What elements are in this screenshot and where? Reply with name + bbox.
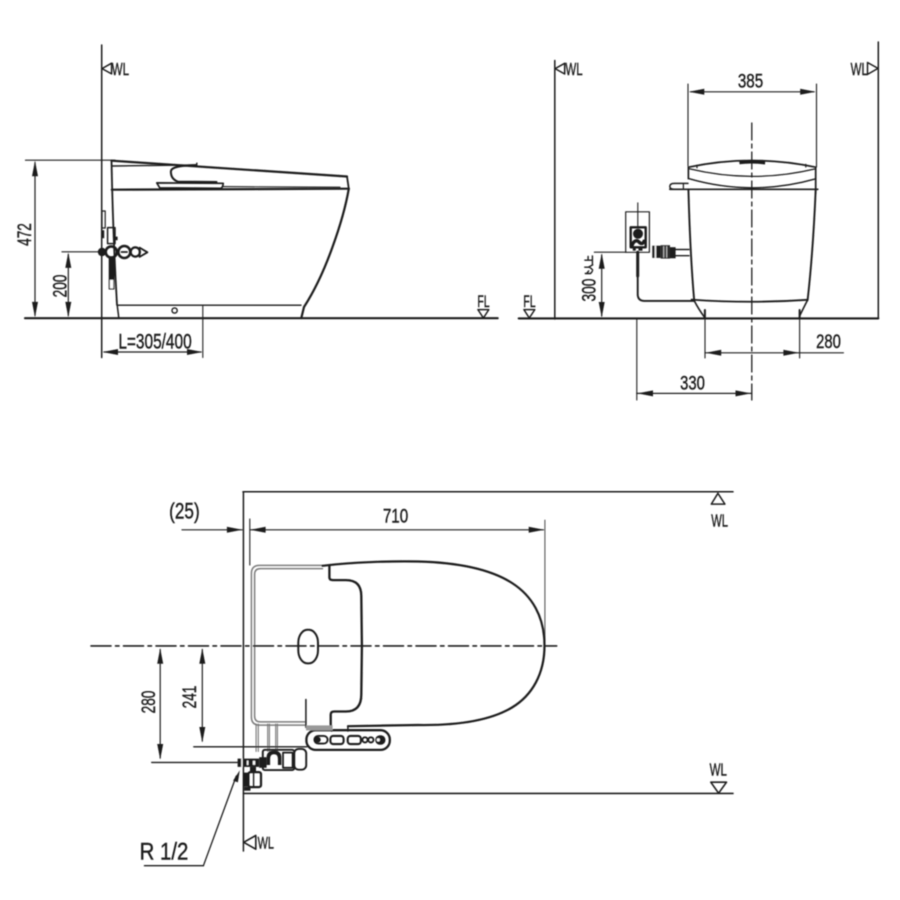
svg-text:330: 330 [680,373,705,394]
svg-text:280: 280 [816,331,841,352]
svg-text:FL: FL [523,291,535,310]
svg-text:385: 385 [738,70,763,92]
svg-text:710: 710 [383,505,408,527]
svg-text:WL: WL [711,512,728,531]
svg-text:WL: WL [851,60,868,80]
svg-text:241: 241 [179,686,201,709]
svg-text:WL: WL [258,834,274,853]
svg-text:WL: WL [565,59,582,79]
svg-text:200: 200 [49,275,71,298]
svg-text:472: 472 [14,223,36,246]
svg-text:FL: FL [477,291,489,310]
svg-text:L=305/400: L=305/400 [118,329,191,353]
svg-text:WL: WL [710,760,727,780]
svg-text:(25): (25) [169,500,200,525]
svg-text:280: 280 [138,691,160,714]
svg-text:R 1/2: R 1/2 [140,838,189,865]
svg-text:WL: WL [112,59,129,79]
svg-text:300: 300 [578,279,600,302]
